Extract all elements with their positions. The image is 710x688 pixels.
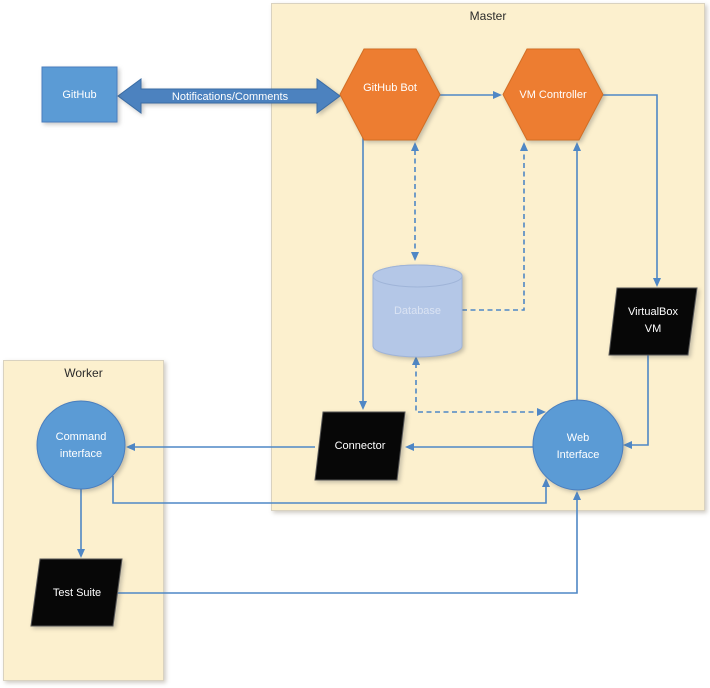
- edge-github-bot-to-connector: [359, 131, 367, 410]
- arrowhead-right-icon: [493, 91, 502, 99]
- arrowhead-up-icon: [412, 356, 420, 365]
- edge-command-interface-to-web-interface: [112, 476, 550, 504]
- edge-web-interface-to-connector: [405, 443, 533, 451]
- arrowhead-down-icon: [653, 278, 661, 287]
- github-node-shape: [41, 66, 118, 123]
- edge-test-suite-to-web-interface: [117, 491, 581, 594]
- arrowhead-down-icon: [411, 252, 419, 261]
- notifications-double-arrow-shape: [117, 78, 341, 114]
- worker-container: Worker: [3, 360, 164, 681]
- test-suite-parallelogram-shape: [30, 558, 123, 627]
- arrowhead-down-icon: [77, 549, 85, 558]
- edge-database-to-vm-controller-dashed: [462, 142, 528, 311]
- web-interface-circle-shape: [532, 399, 624, 491]
- master-container-label: Master: [469, 9, 507, 23]
- arrowhead-down-icon: [359, 401, 367, 410]
- edge-virtualbox-to-web-interface: [623, 355, 649, 449]
- arrowhead-up-icon: [573, 142, 581, 151]
- edge-github-bot-to-vm-controller: [440, 91, 502, 99]
- arrowhead-up-icon: [520, 142, 528, 151]
- database-cylinder-shape: [372, 264, 463, 358]
- arrowhead-right-icon: [537, 408, 546, 416]
- arrowhead-up-icon: [411, 142, 419, 151]
- edge-connector-to-command-interface: [126, 443, 315, 451]
- arrowhead-up-icon: [573, 491, 581, 500]
- edge-command-interface-to-test-suite: [77, 489, 85, 558]
- arrowhead-up-icon: [542, 478, 550, 487]
- vm-controller-hexagon-shape: [502, 48, 604, 141]
- virtualbox-vm-parallelogram-shape: [608, 287, 698, 356]
- connector-parallelogram-shape: [314, 411, 406, 481]
- command-interface-circle-shape: [36, 400, 126, 490]
- worker-container-label: Worker: [64, 366, 103, 380]
- arrowhead-left-icon: [405, 443, 414, 451]
- edge-web-interface-database-dashed: [412, 356, 546, 416]
- github-bot-hexagon-shape: [339, 48, 441, 141]
- edges: [77, 91, 661, 594]
- edge-web-interface-to-vm-controller: [573, 142, 581, 400]
- edge-vm-controller-to-virtualbox: [603, 94, 661, 287]
- arrowhead-left-icon: [126, 443, 135, 451]
- edge-github-bot-database-dashed: [411, 142, 419, 261]
- arrowhead-left-icon: [623, 441, 632, 449]
